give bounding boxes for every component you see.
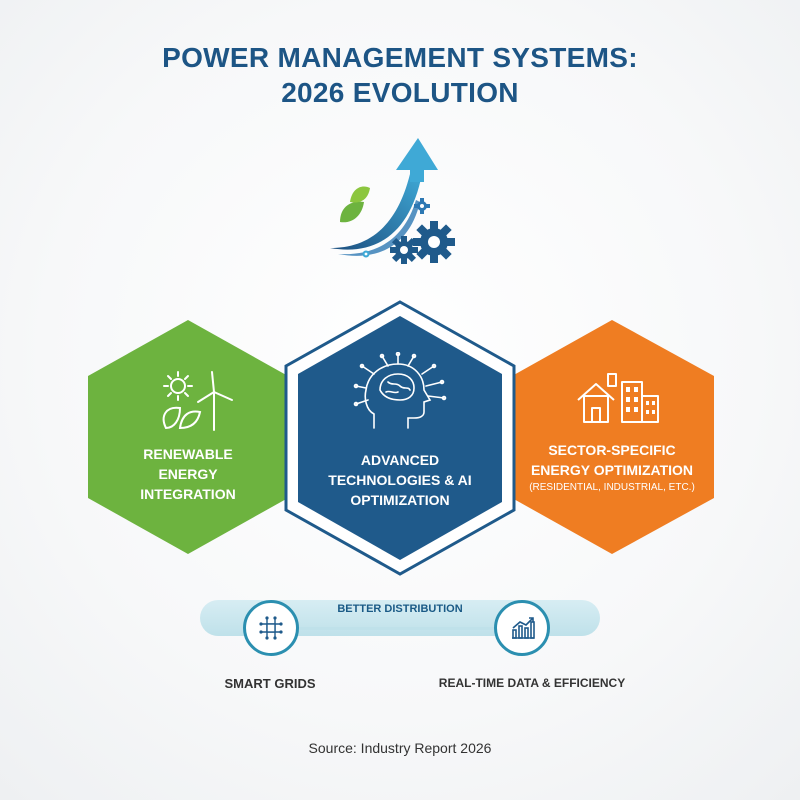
hex-ai-line-1: ADVANCED (360, 452, 440, 468)
hex-renewable (88, 320, 288, 554)
hex-renewable-line-1: RENEWABLE (143, 446, 233, 462)
hex-sector-subtitle: (RESIDENTIAL, INDUSTRIAL, ETC.) (529, 482, 695, 493)
title-line-1: POWER MANAGEMENT SYSTEMS: (162, 42, 638, 73)
hex-ai-line-3: OPTIMIZATION (350, 492, 450, 508)
smart-grid-circle (243, 600, 299, 656)
smart-grids-caption: SMART GRIDS (224, 676, 316, 691)
house-buildings-icon (577, 373, 659, 423)
hex-ai (298, 316, 502, 560)
hex-sector-line-2: ENERGY OPTIMIZATION (530, 462, 694, 478)
hex-ai-label: ADVANCED TECHNOLOGIES & AI OPTIMIZATION (310, 450, 490, 510)
hex-renewable-line-3: INTEGRATION (140, 486, 236, 502)
hex-sector (512, 320, 714, 554)
page-title: POWER MANAGEMENT SYSTEMS: 2026 EVOLUTION (0, 40, 800, 110)
source-note: Source: Industry Report 2026 (308, 740, 492, 756)
hex-sector-label: SECTOR-SPECIFIC ENERGY OPTIMIZATION (RES… (520, 440, 704, 496)
hex-sector-line-1: SECTOR-SPECIFIC (548, 442, 676, 458)
growth-arrow-gears-icon (330, 138, 455, 264)
sun-wind-turbine-leaf-icon (162, 371, 233, 431)
hex-renewable-line-2: ENERGY (158, 466, 218, 482)
connector-line (266, 627, 526, 630)
rising-bar-chart-icon (512, 617, 535, 639)
realtime-data-circle (494, 600, 550, 656)
title-line-2: 2026 EVOLUTION (281, 77, 519, 108)
ai-brain-circuit-icon (353, 352, 447, 429)
smart-grid-network-icon (259, 616, 283, 640)
connector-label: BETTER DISTRIBUTION (337, 603, 463, 615)
realtime-data-caption: REAL-TIME DATA & EFFICIENCY (438, 676, 626, 690)
hex-renewable-label: RENEWABLE ENERGY INTEGRATION (108, 444, 268, 504)
hex-ai-line-2: TECHNOLOGIES & AI (328, 472, 472, 488)
